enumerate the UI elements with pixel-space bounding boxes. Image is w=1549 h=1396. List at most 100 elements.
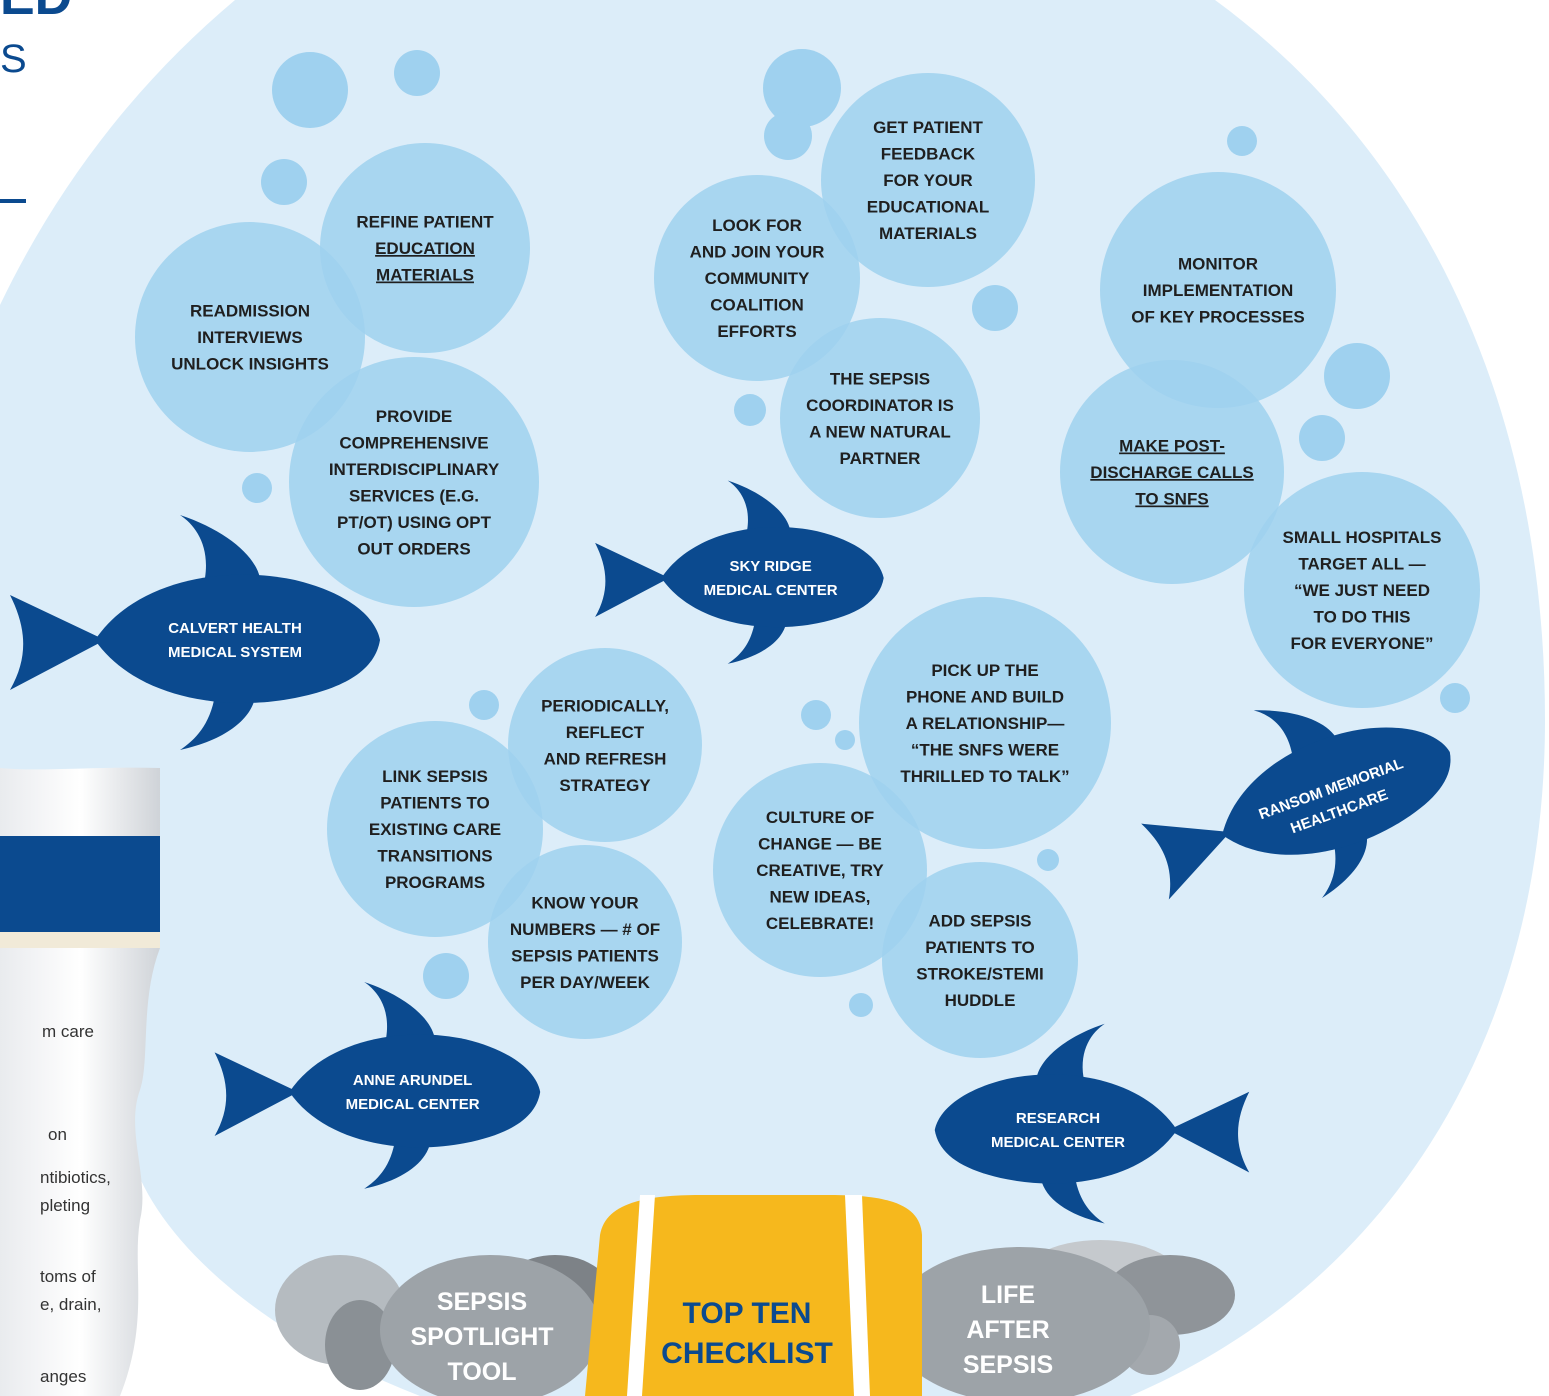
fish-dorsal-fin — [364, 982, 435, 1038]
fish-label-line: MEDICAL CENTER — [991, 1134, 1125, 1151]
bubble-label-line: LOOK FOR — [712, 216, 802, 235]
text-bubble — [821, 73, 1035, 287]
text-bubbles: REFINE PATIENTEDUCATIONMATERIALSREADMISS… — [135, 73, 1480, 1058]
text-bubble — [327, 721, 543, 937]
fish-label-line: MEDICAL SYSTEM — [168, 644, 302, 661]
bubble-label-line: MATERIALS — [879, 224, 977, 243]
air-bubbles — [242, 49, 1470, 1017]
fish — [1141, 710, 1451, 900]
fish-label-line: MEDICAL CENTER — [346, 1096, 480, 1113]
fish-dorsal-fin — [180, 515, 260, 578]
scroll-text: m care on ntibiotics, pleting toms of e,… — [40, 1022, 111, 1386]
bubble-label-line: CREATIVE, TRY — [756, 861, 884, 880]
heading-fragment-2: S — [0, 37, 27, 81]
fish-label-line: RESEARCH — [1016, 1110, 1100, 1127]
bubble-label-line: EDUCATION — [375, 239, 475, 258]
scroll-panel — [0, 767, 160, 1396]
bubble-label-line: EDUCATIONAL — [867, 198, 989, 217]
air-bubble — [849, 993, 873, 1017]
bubble-label-line: COORDINATOR IS — [806, 396, 954, 415]
rock-label-line: LIFE — [981, 1281, 1035, 1309]
fish-label: SKY RIDGE MEDICAL CENTER — [704, 558, 838, 599]
fish-tail — [1168, 1091, 1250, 1173]
scroll-text-line: anges — [40, 1367, 86, 1386]
text-bubble — [654, 175, 860, 381]
fish-bottom-fin — [180, 695, 255, 750]
air-bubble — [1440, 683, 1470, 713]
bubble-label-line: KNOW YOUR — [531, 893, 638, 912]
bubble-label-line: A NEW NATURAL — [809, 422, 951, 441]
bubble-label-line: PATIENTS TO — [925, 938, 1035, 957]
rock-label-line: SPOTLIGHT — [410, 1323, 553, 1351]
rock-life-after-sepsis — [890, 1247, 1150, 1396]
bubble-label-line: COMMUNITY — [705, 269, 810, 288]
text-bubble — [508, 648, 702, 842]
fish-tail — [214, 1052, 299, 1136]
heading-fragment-1: ED — [0, 0, 72, 26]
fish-body — [289, 1034, 541, 1148]
air-bubble — [764, 112, 812, 160]
fish-bottom-fin — [364, 1140, 431, 1189]
air-bubble — [272, 52, 348, 128]
bubble-label-line: A RELATIONSHIP— — [906, 714, 1065, 733]
fish-tail — [1141, 823, 1231, 900]
scroll-text-line: m care — [42, 1022, 94, 1041]
bubble-label-line: REFINE PATIENT — [356, 213, 494, 232]
rock-label-line: SEPSIS — [437, 1288, 527, 1316]
bubble-label-line: CHANGE — BE — [758, 835, 882, 854]
bubble-label-line: FEEDBACK — [881, 145, 976, 164]
bubble-label-line: HUDDLE — [945, 991, 1016, 1010]
bubble-label-line: DISCHARGE CALLS — [1090, 463, 1253, 482]
bubble-label-line: NEW IDEAS, — [769, 888, 870, 907]
air-bubble — [1037, 849, 1059, 871]
air-bubble — [394, 50, 440, 96]
scroll-band — [0, 836, 160, 932]
heading-rule — [0, 199, 26, 203]
fish-label-line: ANNE ARUNDEL — [353, 1072, 472, 1089]
bubble-label-line: EXISTING CARE — [369, 820, 501, 839]
fish-bottom-fin — [1322, 834, 1368, 899]
text-bubble — [135, 222, 365, 452]
bubble-label-line: SMALL HOSPITALS — [1283, 528, 1442, 547]
bubble-label-line: PICK UP THE — [931, 661, 1038, 680]
bubble-label-line: PER DAY/WEEK — [520, 973, 650, 992]
bubble-label-line: PATIENTS TO — [380, 794, 490, 813]
bubble-label-line: PHONE AND BUILD — [906, 688, 1064, 707]
bubble-label-line: EFFORTS — [717, 322, 796, 341]
bubble-label-line: MONITOR — [1178, 255, 1258, 274]
bubble-label-line: PERIODICALLY, — [541, 696, 669, 715]
fish — [934, 1023, 1250, 1224]
bubble-label-line: TO SNFS — [1135, 490, 1208, 509]
scroll-text-line: pleting — [40, 1196, 90, 1215]
air-bubble — [763, 49, 841, 127]
bubble-label-line: TO DO THIS — [1314, 608, 1411, 627]
text-bubble — [1244, 472, 1480, 708]
air-bubble — [242, 473, 272, 503]
fish-label-line: SKY RIDGE — [729, 558, 811, 575]
bubble-label-line: REFLECT — [566, 723, 645, 742]
air-bubble — [801, 700, 831, 730]
bubble-label-line: ADD SEPSIS — [929, 911, 1032, 930]
fish-body — [1222, 727, 1451, 855]
air-bubble — [1299, 415, 1345, 461]
fish-label: ANNE ARUNDEL MEDICAL CENTER — [346, 1072, 480, 1113]
text-bubble — [1060, 360, 1284, 584]
fish-label-line: MEDICAL CENTER — [704, 582, 838, 599]
fish-body — [934, 1074, 1177, 1184]
text-bubble — [320, 143, 530, 353]
bubble-label-line: THE SEPSIS — [830, 369, 930, 388]
scroll-text-line: toms of — [40, 1267, 96, 1286]
fish — [10, 515, 380, 750]
fish-dorsal-fin — [727, 480, 791, 530]
rock-sepsis-spotlight — [380, 1255, 600, 1396]
bubble-label-line: MATERIALS — [376, 266, 474, 285]
bubble-label-line: FOR EVERYONE” — [1291, 634, 1434, 653]
bubble-label-line: CELEBRATE! — [766, 914, 874, 933]
text-bubble — [859, 597, 1111, 849]
scroll-text-line: e, drain, — [40, 1295, 101, 1314]
bubble-label-line: PARTNER — [840, 449, 921, 468]
rock-label-line: SEPSIS — [963, 1351, 1053, 1379]
fish-label: RESEARCH MEDICAL CENTER — [991, 1110, 1125, 1151]
text-bubble — [488, 845, 682, 1039]
